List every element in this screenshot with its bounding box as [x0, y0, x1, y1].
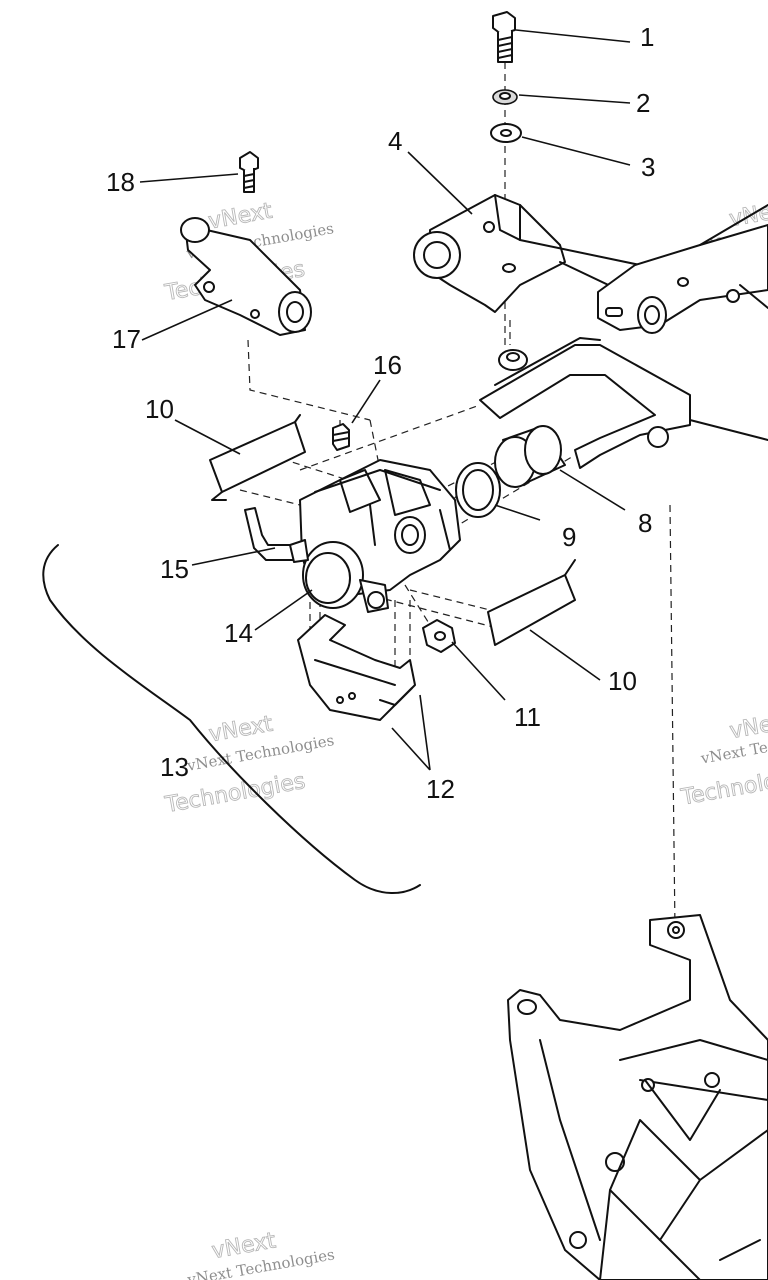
callout-15: 15	[160, 554, 189, 584]
part-11-nut	[422, 619, 456, 653]
mounting-base	[507, 914, 768, 1280]
part-10-lower-shim	[487, 559, 576, 646]
callout-13: 13	[160, 752, 189, 782]
watermark-brand: vNext	[207, 199, 275, 235]
callout-2: 2	[636, 88, 650, 118]
callout-1: 1	[640, 22, 654, 52]
part-12-brake-pads	[297, 614, 416, 721]
part-8-piston	[494, 425, 566, 488]
callout-9: 9	[562, 522, 576, 552]
callout-8: 8	[638, 508, 652, 538]
part-16-bleeder	[332, 423, 350, 451]
callout-10-upper: 10	[145, 394, 174, 424]
part-15-brake-line	[244, 507, 309, 563]
part-17-fitting	[180, 217, 312, 336]
right-pivot-bracket	[597, 204, 768, 334]
callout-11: 11	[514, 702, 541, 732]
callout-4: 4	[388, 126, 402, 156]
part-2-lockwasher	[492, 89, 518, 105]
callout-14: 14	[224, 618, 253, 648]
part-1-bolt	[492, 11, 516, 63]
part-10-upper-shim	[209, 414, 306, 501]
part-9-seal-ring	[455, 462, 501, 518]
watermark-brand: vNext	[207, 712, 275, 748]
leader-lines	[139, 29, 631, 771]
callout-12: 12	[426, 774, 455, 804]
callout-labels: 1 2 3 4 18 17 16 10 9 8 15 14 10 11 13 1…	[106, 22, 655, 804]
part-18-bolt	[239, 151, 259, 193]
caliper-yoke-frame	[479, 337, 768, 469]
callout-18: 18	[106, 167, 135, 197]
watermark-bottom: vNext vNext Technologies	[185, 1228, 336, 1280]
part-4-bracket	[413, 194, 641, 313]
watermark-line2: Technologies	[679, 761, 768, 810]
watermark-right-middle: vNext vNext Technologies Technologies	[678, 708, 768, 811]
part-14-cap	[302, 541, 389, 613]
callout-3: 3	[641, 152, 655, 182]
callout-17: 17	[112, 324, 141, 354]
callout-10-lower: 10	[608, 666, 637, 696]
callout-16: 16	[373, 350, 402, 380]
group-boundary-13	[42, 544, 421, 894]
part-3-washer	[490, 123, 522, 143]
